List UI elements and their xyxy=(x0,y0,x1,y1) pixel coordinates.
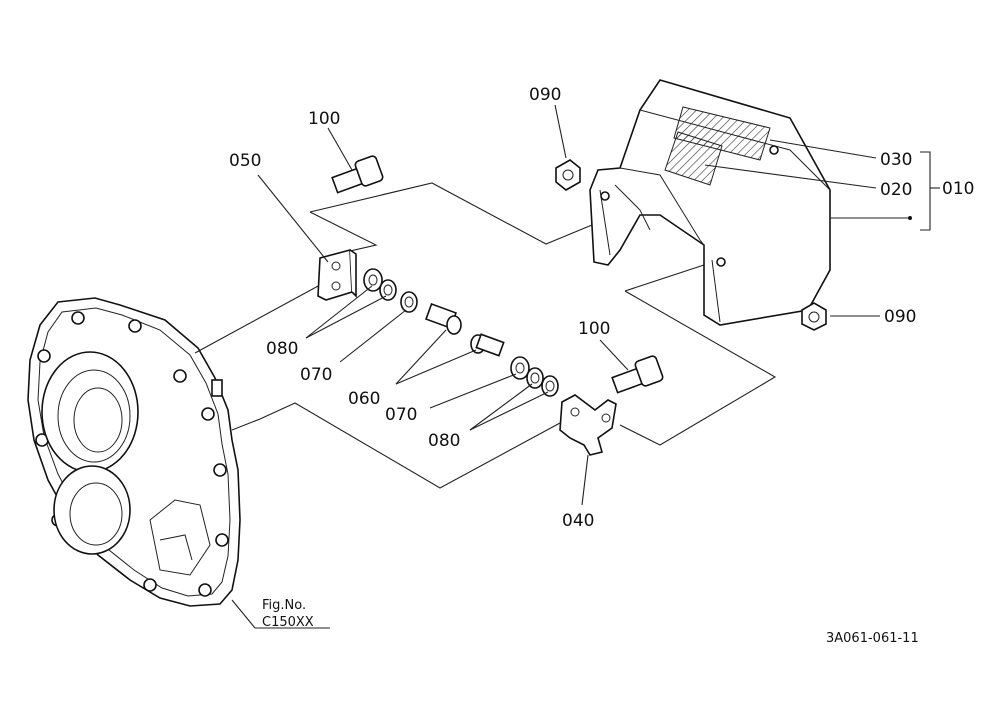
washer-080-b xyxy=(379,279,397,301)
leader-dot xyxy=(908,216,912,220)
label-010: 010 xyxy=(942,179,974,199)
label-090-lower: 090 xyxy=(884,307,916,327)
bracket-050 xyxy=(317,248,357,301)
fig-no-value: C150XX xyxy=(262,615,314,630)
label-040: 040 xyxy=(562,511,594,531)
nut-090-lower xyxy=(801,302,827,331)
cover-assembly xyxy=(589,79,831,326)
spacer-070-b xyxy=(510,356,530,380)
label-100-lower: 100 xyxy=(578,319,610,339)
leader-lines xyxy=(231,104,940,629)
label-030: 030 xyxy=(880,150,912,170)
label-080-lower: 080 xyxy=(428,431,460,451)
bracket-040 xyxy=(559,394,617,456)
label-060: 060 xyxy=(348,389,380,409)
washer-080-c xyxy=(526,367,544,389)
bolt-060-b xyxy=(470,333,505,357)
label-070-lower: 070 xyxy=(385,405,417,425)
label-080-upper: 080 xyxy=(266,339,298,359)
spacer-070-a xyxy=(400,291,418,313)
decal-020 xyxy=(664,131,723,186)
washer-080-a xyxy=(363,268,383,292)
washer-080-d xyxy=(541,375,559,397)
bolt-100-upper xyxy=(331,155,384,194)
decal-030 xyxy=(673,106,771,161)
assembly-guide-lines xyxy=(194,182,777,489)
bolt-060-a xyxy=(425,303,462,335)
bolt-100-lower xyxy=(611,355,664,394)
nut-090-upper xyxy=(555,159,581,191)
transmission-housing xyxy=(27,297,241,607)
label-070-upper: 070 xyxy=(300,365,332,385)
label-020: 020 xyxy=(880,180,912,200)
drawing-code: 3A061-061-11 xyxy=(826,631,919,646)
fig-no-caption: Fig.No. xyxy=(262,598,306,613)
label-050: 050 xyxy=(229,151,261,171)
label-100-upper: 100 xyxy=(308,109,340,129)
label-090-upper: 090 xyxy=(529,85,561,105)
